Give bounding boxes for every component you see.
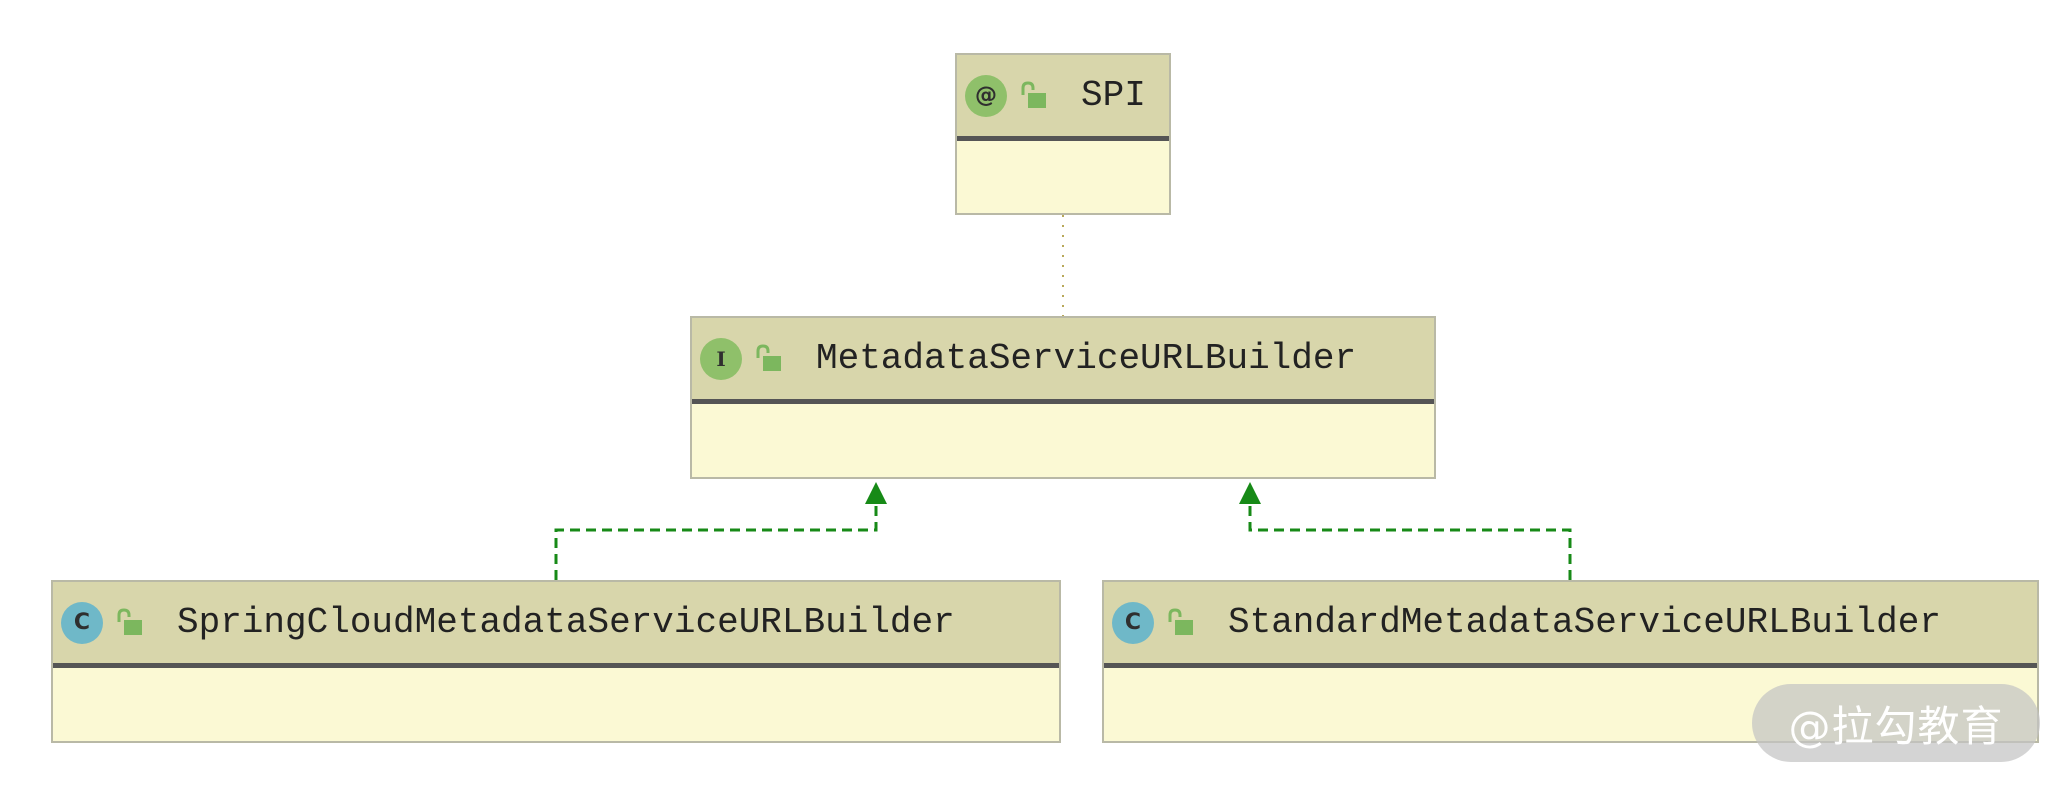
metadata-builder-header: I MetadataServiceURLBuilder (692, 318, 1434, 404)
standard-builder-name: StandardMetadataServiceURLBuilder (1228, 602, 1941, 643)
metadata-builder-body (692, 404, 1434, 477)
unlocked-padlock-icon (117, 607, 142, 635)
implements-arrowhead-right (1239, 482, 1261, 504)
spi-name: SPI (1081, 75, 1146, 116)
spi-annotation-box[interactable]: @ SPI (955, 53, 1171, 215)
metadata-builder-interface-box[interactable]: I MetadataServiceURLBuilder (690, 316, 1436, 479)
metadata-builder-name: MetadataServiceURLBuilder (816, 338, 1357, 379)
springcloud-builder-name: SpringCloudMetadataServiceURLBuilder (177, 602, 955, 643)
standard-builder-class-box[interactable]: C StandardMetadataServiceURLBuilder (1102, 580, 2039, 743)
class-badge-icon: C (1112, 601, 1154, 644)
springcloud-builder-class-box[interactable]: C SpringCloudMetadataServiceURLBuilder (51, 580, 1061, 743)
spi-body (957, 141, 1169, 213)
unlocked-padlock-icon (1021, 80, 1046, 108)
interface-badge-icon: I (700, 337, 742, 380)
watermark-badge: @拉勾教育 (1752, 684, 2040, 762)
spi-header: @ SPI (957, 55, 1169, 141)
implements-line-springcloud (554, 493, 878, 580)
class-badge-icon: C (61, 601, 103, 644)
springcloud-builder-body (53, 668, 1059, 741)
implements-line-standard (1248, 493, 1572, 580)
springcloud-builder-header: C SpringCloudMetadataServiceURLBuilder (53, 582, 1059, 668)
unlocked-padlock-icon (756, 343, 781, 371)
unlocked-padlock-icon (1168, 607, 1193, 635)
annotation-badge-icon: @ (965, 74, 1007, 117)
standard-builder-header: C StandardMetadataServiceURLBuilder (1104, 582, 2037, 668)
implements-arrowhead-left (865, 482, 887, 504)
